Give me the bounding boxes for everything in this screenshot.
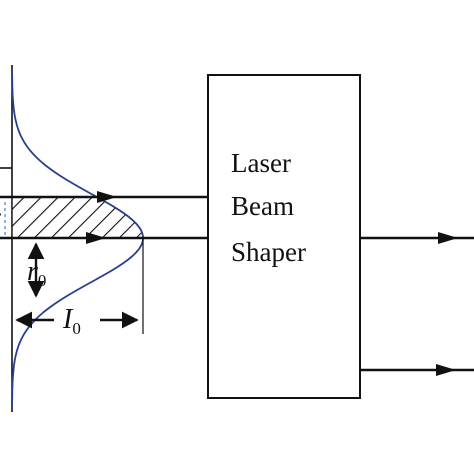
outgoing-arrow-bottom-head: [436, 364, 456, 376]
box-label-line2: Beam: [231, 191, 294, 221]
left-cut-glyph: r: [0, 206, 2, 226]
box-label-line3: Shaper: [231, 237, 306, 267]
hatched-region: [12, 197, 144, 238]
gaussian-profile-curve: [11, 70, 144, 410]
outgoing-arrow-top-head: [438, 232, 458, 244]
i0-label: I0: [62, 304, 81, 338]
r0-label: r0: [27, 256, 46, 290]
incoming-arrow-bottom-head: [86, 232, 106, 244]
beam-shaper-box: [207, 74, 361, 399]
box-label-line1: Laser: [231, 148, 291, 178]
incoming-arrow-top-head: [97, 191, 117, 203]
